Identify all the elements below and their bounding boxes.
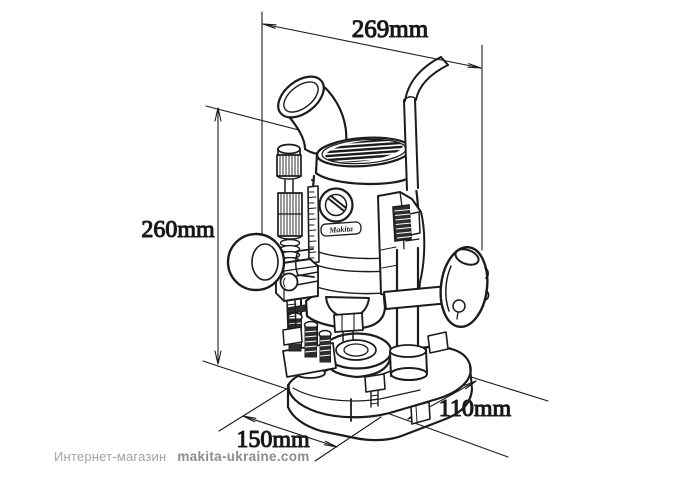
brand-label-text: Makita (328, 224, 353, 235)
arrowhead-left (262, 23, 277, 29)
extension-line (314, 416, 382, 462)
collet-chuck (325, 296, 370, 342)
dimension-width-label: 269mm (352, 16, 429, 43)
watermark-site-text: makita-ukraine.com (177, 449, 310, 464)
depth-scale-ruler (307, 185, 320, 264)
watermark-shop-text: Интернет-магазин (54, 449, 167, 464)
switch-housing (377, 191, 426, 300)
extension-line (218, 387, 289, 432)
dimension-width-269: 269mm (261, 11, 483, 251)
brand-label: Makita (320, 221, 362, 237)
dimension-base-width-label: 150mm (236, 427, 310, 453)
extension-line (202, 360, 291, 391)
arrowhead-left (242, 415, 257, 423)
dimension-height-label: 260mm (141, 217, 215, 243)
dimension-line (242, 415, 338, 448)
watermark: Интернет-магазин makita-ukraine.com (54, 449, 310, 464)
arrowhead-right (467, 63, 482, 69)
extension-line (386, 412, 509, 458)
arrowhead-bottom (214, 350, 222, 365)
handle-knob-right (383, 245, 490, 329)
vent-grille (323, 137, 405, 166)
arrowhead-right (323, 440, 338, 448)
arrowhead-top (214, 107, 222, 122)
base-rear-block (427, 331, 449, 354)
handle-knob-left (226, 232, 315, 292)
power-cord (403, 56, 449, 191)
dust-port-elbow (277, 75, 349, 157)
plunge-router-drawing: Makita (226, 56, 490, 442)
depth-stop-assembly (275, 143, 319, 346)
dimension-base-width-150: 150mm (218, 387, 382, 462)
speed-dial (392, 204, 412, 242)
